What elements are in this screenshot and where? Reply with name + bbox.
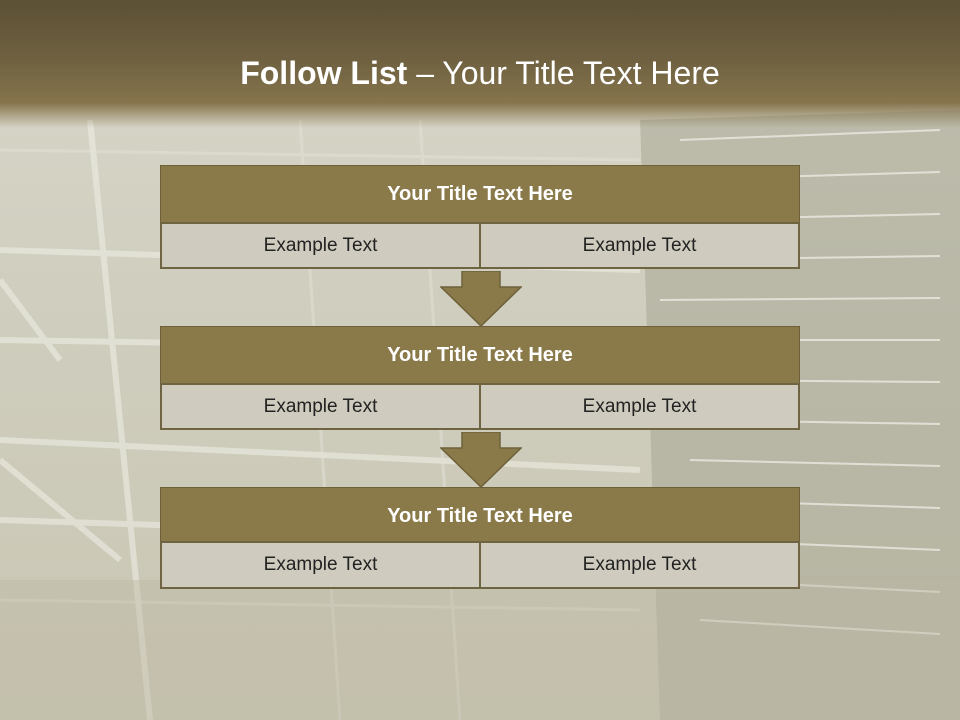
step-cell-right: Example Text — [479, 222, 800, 269]
step-box-3: Your Title Text Here Example Text Exampl… — [160, 487, 800, 591]
down-arrow-icon — [440, 432, 522, 488]
step-title: Your Title Text Here — [160, 165, 800, 223]
down-arrow-icon — [440, 271, 522, 327]
slide-title: Follow List – Your Title Text Here — [0, 55, 960, 92]
step-box-1: Your Title Text Here Example Text Exampl… — [160, 165, 800, 269]
step-cell-left: Example Text — [160, 541, 481, 589]
step-title: Your Title Text Here — [160, 326, 800, 384]
slide-title-bold: Follow List — [240, 55, 408, 91]
step-cell-left: Example Text — [160, 383, 481, 430]
step-box-2: Your Title Text Here Example Text Exampl… — [160, 326, 800, 430]
header-band — [0, 0, 960, 128]
step-cell-right: Example Text — [479, 383, 800, 430]
step-cell-left: Example Text — [160, 222, 481, 269]
slide-title-rest: – Your Title Text Here — [407, 55, 720, 91]
step-title: Your Title Text Here — [160, 487, 800, 545]
step-cell-right: Example Text — [479, 541, 800, 589]
